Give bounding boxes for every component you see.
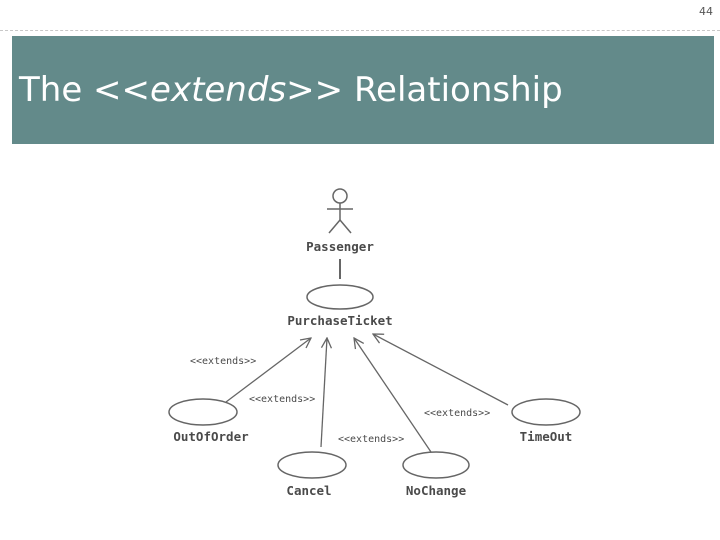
- purchase-ticket-ellipse: [306, 284, 374, 310]
- extends-label-outoforder: <<extends>>: [190, 356, 256, 367]
- header-divider: [0, 30, 720, 31]
- extends-label-nochange: <<extends>>: [338, 434, 404, 445]
- outoforder-ellipse: [168, 398, 238, 426]
- cancel-ellipse: [277, 451, 347, 479]
- timeout-label: TimeOut: [520, 429, 573, 444]
- slide-title: The <<extends>> Relationship: [19, 70, 563, 110]
- title-italic: <<extends: [93, 70, 287, 110]
- title-suffix: >> Relationship: [286, 70, 563, 110]
- cancel-label: Cancel: [286, 483, 331, 498]
- purchase-ticket-label: PurchaseTicket: [287, 313, 392, 328]
- timeout-extends-arrow: [373, 334, 509, 406]
- title-bar: [12, 36, 714, 144]
- actor-label: Passenger: [306, 239, 374, 254]
- cancel-extends-arrow: [320, 338, 327, 448]
- nochange-ellipse: [402, 451, 470, 479]
- timeout-ellipse: [511, 398, 581, 426]
- outoforder-label: OutOfOrder: [173, 429, 249, 444]
- use-case-diagram: Passenger PurchaseTicket <<extends>> <<e…: [168, 188, 581, 498]
- outoforder-extends-arrow: [225, 338, 311, 403]
- page-number: 44: [699, 5, 713, 18]
- title-prefix: The: [19, 70, 94, 110]
- extends-label-timeout: <<extends>>: [424, 408, 490, 419]
- passenger-actor-icon: [327, 188, 353, 234]
- nochange-extends-arrow: [354, 338, 432, 453]
- extends-label-cancel: <<extends>>: [249, 394, 315, 405]
- nochange-label: NoChange: [406, 483, 467, 498]
